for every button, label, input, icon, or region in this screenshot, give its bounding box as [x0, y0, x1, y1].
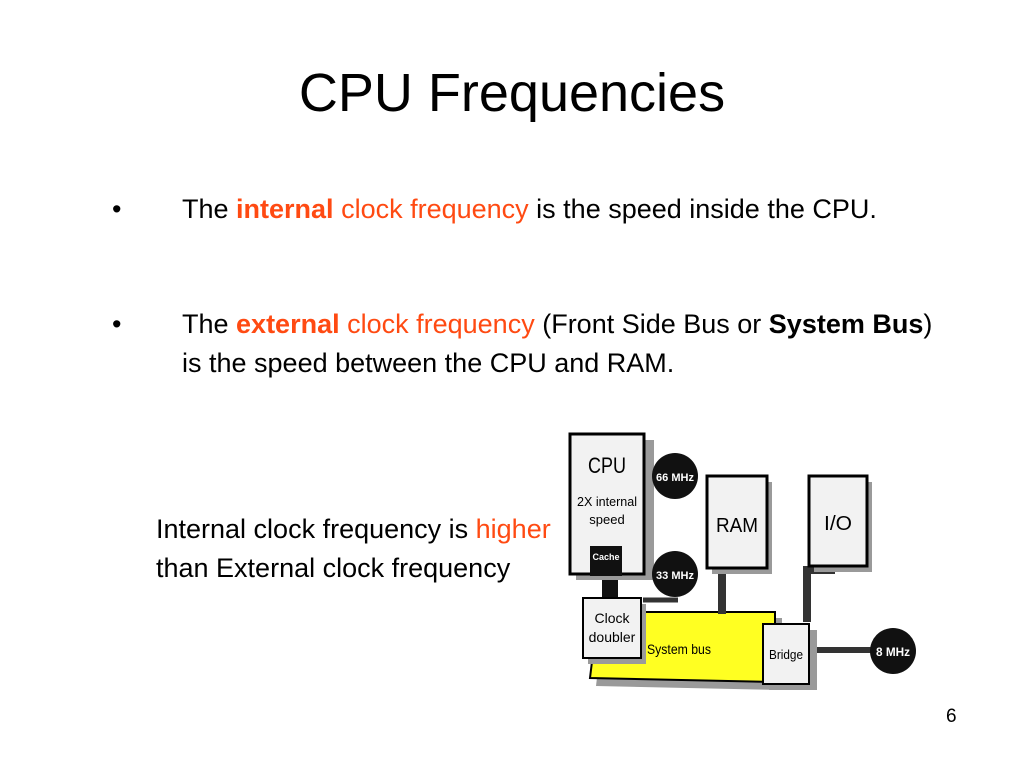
- page-number: 6: [946, 706, 957, 727]
- bullet-internal-frequency: The internal clock frequency is the spee…: [182, 190, 952, 229]
- cpu-sub-label: speed: [589, 512, 624, 527]
- bullet-keyword-external: external: [236, 309, 340, 339]
- bullet-text-post: ) is the speed between the CPU and RAM.: [182, 309, 933, 378]
- cpu-label: CPU: [588, 453, 626, 478]
- note-keyword-higher: higher: [475, 514, 551, 544]
- note-text-pre: Internal clock frequency is: [156, 514, 476, 544]
- clock-66mhz-circle: [652, 453, 698, 499]
- bullet-keyword-clock-frequency: clock frequency: [347, 309, 535, 339]
- cpu-sub-label: 2X internal: [577, 494, 637, 509]
- io-label: I/O: [824, 513, 852, 535]
- bullet-external-frequency: The external clock frequency (Front Side…: [182, 305, 952, 383]
- clock-doubler-box: [582, 597, 642, 659]
- bullet-marker: •: [112, 309, 122, 339]
- bullet-text-post: is the speed inside the CPU.: [528, 194, 877, 224]
- clock-doubler-label: doubler: [589, 629, 636, 645]
- cache-label: Cache: [592, 552, 619, 562]
- clock-8mhz-label: 8 MHz: [876, 645, 910, 659]
- bullet-keyword-clock-frequency: clock frequency: [341, 194, 529, 224]
- bullet-text-pre: The: [182, 194, 237, 224]
- clock-33mhz-label: 33 MHz: [656, 570, 694, 582]
- ram-connector: [718, 572, 726, 614]
- clock-66mhz-label: 66 MHz: [656, 472, 694, 484]
- io-connector: [803, 566, 811, 622]
- system-bus-label: System bus: [647, 641, 711, 657]
- io-box: [807, 474, 869, 568]
- bullet-marker: •: [112, 194, 122, 224]
- bullet-text-mid: (Front Side Bus or: [534, 309, 769, 339]
- bridge-label: Bridge: [769, 647, 803, 662]
- cache-box: [590, 546, 622, 576]
- slide-title: CPU Frequencies: [298, 63, 726, 123]
- bullet-keyword-internal: internal: [236, 194, 334, 224]
- bullet-keyword-system-bus: System Bus: [768, 309, 924, 339]
- clock-8mhz-circle: [870, 628, 916, 674]
- note-text-post: than External clock frequency: [156, 553, 511, 583]
- ram-box: [705, 474, 769, 570]
- clock-33mhz-circle: [652, 551, 698, 597]
- frequency-comparison-note: Internal clock frequency is higher than …: [156, 510, 556, 588]
- bullet-text-pre: The: [182, 309, 237, 339]
- bridge-box: [762, 623, 810, 685]
- ram-label: RAM: [716, 515, 758, 537]
- clock-doubler-label: Clock: [594, 610, 630, 626]
